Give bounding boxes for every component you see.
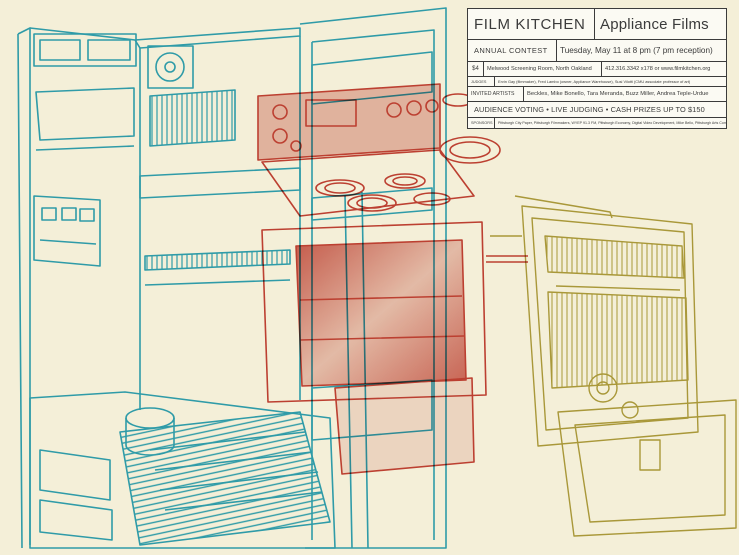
stove-burner — [384, 173, 426, 189]
highlights: AUDIENCE VOTING • LIVE JUDGING • CASH PR… — [474, 105, 705, 114]
judges-list: Ervin Gay (filmmaker), Fred Lambo (owner… — [494, 77, 726, 86]
dishwasher-door — [557, 399, 737, 537]
fridge-side-tray — [33, 195, 101, 267]
freezer-compartment — [33, 33, 301, 199]
stove-knob — [290, 140, 302, 152]
dishwasher-spray-arm — [555, 285, 681, 291]
stove-knob — [386, 102, 402, 118]
event-info-box: FILM KITCHEN Appliance Films ANNUAL CONT… — [467, 8, 727, 129]
stove-burner — [315, 179, 365, 197]
stove-burner — [413, 192, 451, 206]
ticket-price: $4 — [472, 66, 479, 72]
dishwasher-lower-rack — [547, 291, 689, 389]
fridge-wire-shelf — [144, 249, 291, 271]
oven-cavity — [295, 239, 467, 387]
stove-knob — [425, 99, 439, 113]
dishwasher-frame — [521, 205, 699, 447]
fridge-top — [29, 27, 301, 49]
crisper-drawer — [29, 391, 336, 549]
oven — [261, 221, 528, 475]
judges-label: JUDGES — [471, 79, 487, 84]
dishwasher-pump — [588, 373, 618, 403]
compressor — [125, 407, 175, 429]
stove-clock-display — [305, 99, 357, 127]
stove-knob — [272, 104, 288, 120]
stove-burner — [347, 194, 397, 212]
utensil-basket — [639, 439, 661, 471]
stove-cooktop — [261, 93, 501, 217]
stove-illustration — [257, 83, 528, 475]
dishwasher-upper-rack — [544, 235, 685, 279]
venue-row: $4 Melwood Screening Room, North Oakland… — [468, 62, 726, 77]
artists-row: INVITED ARTISTS Beckles, Mike Bonello, T… — [468, 87, 726, 102]
event-label: ANNUAL CONTEST — [474, 46, 548, 55]
freezer-fan-icon — [155, 52, 185, 82]
stove-knob — [272, 128, 288, 144]
event-date: Tuesday, May 11 at 8 pm (7 pm reception) — [556, 40, 726, 61]
stove-control-panel — [257, 83, 441, 161]
highlights-row: AUDIENCE VOTING • LIVE JUDGING • CASH PR… — [468, 102, 726, 118]
title-row: FILM KITCHEN Appliance Films — [468, 9, 726, 40]
stove-knob — [406, 100, 422, 116]
oven-door — [334, 377, 475, 475]
venue: Melwood Screening Room, North Oakland — [483, 62, 601, 76]
judges-row: JUDGES Ervin Gay (filmmaker), Fred Lambo… — [468, 77, 726, 87]
sponsors-list: Pittsburgh City Paper, Pittsburgh Filmma… — [494, 118, 726, 128]
fridge-left-wall — [17, 27, 31, 549]
burner-plate — [439, 136, 501, 164]
artists-list: Beckles, Mike Bonello, Tara Meranda, Buz… — [523, 87, 726, 101]
poster-subtitle: Appliance Films — [594, 9, 726, 39]
sponsors-row: SPONSORS Pittsburgh City Paper, Pittsbur… — [468, 118, 726, 128]
event-row: ANNUAL CONTEST Tuesday, May 11 at 8 pm (… — [468, 40, 726, 62]
artists-label: INVITED ARTISTS — [471, 91, 515, 97]
dishwasher-illustration — [490, 195, 737, 537]
poster-title: FILM KITCHEN — [474, 15, 586, 33]
contact-info: 412.316.3342 x178 or www.filmkitchen.org — [601, 62, 726, 76]
sponsors-label: SPONSORS — [471, 121, 493, 125]
